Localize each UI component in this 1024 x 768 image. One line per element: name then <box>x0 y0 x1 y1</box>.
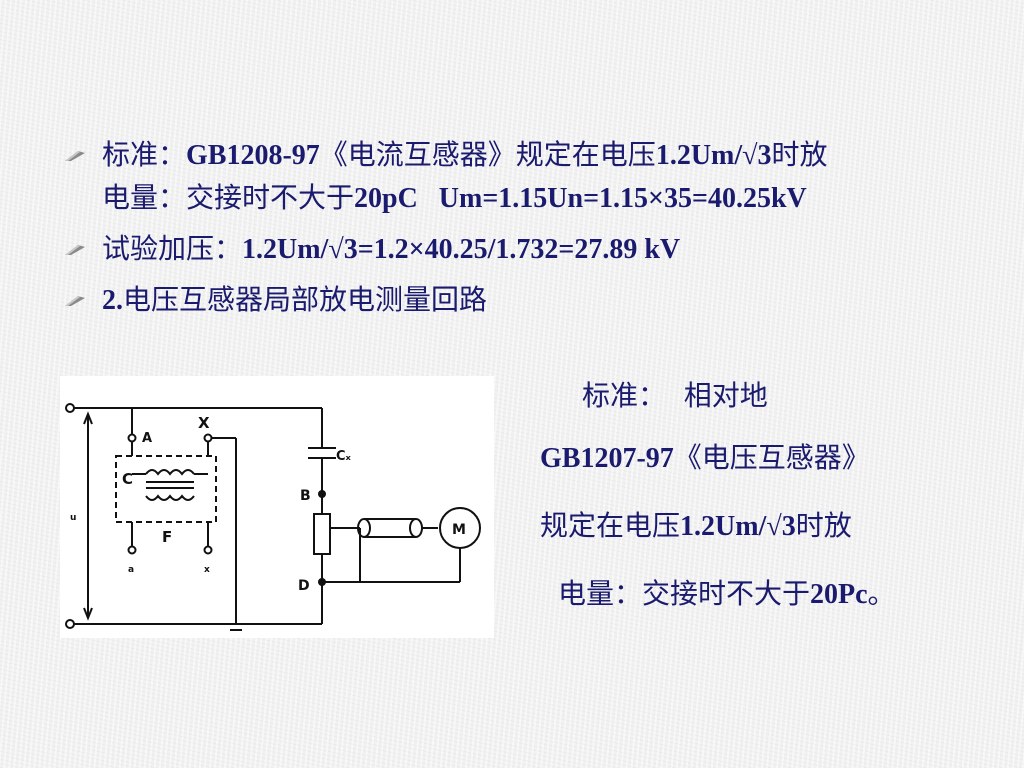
right-voltage-value: 1.2Um/√3 <box>680 511 796 542</box>
bullet-marker-icon <box>64 244 86 256</box>
right-line-standard: 标准： 相对地 <box>582 374 768 414</box>
right-line-code: GB1207-97《电压互感器》 <box>540 436 870 476</box>
bullet-marker-icon <box>64 295 86 307</box>
right-voltage-prefix: 规定在电压 <box>540 509 681 542</box>
standard-code: GB1208-97 <box>186 140 320 171</box>
bullet-standard-line1: 标准：GB1208-97《电流互感器》规定在电压1.2Um/√3时放 <box>102 134 1002 177</box>
diagram-label-cx: Cₓ <box>336 449 352 464</box>
section-number: 2. <box>102 285 123 316</box>
right-line-voltage: 规定在电压1.2Um/√3时放 <box>540 504 852 544</box>
discharge-formula: 20pC Um=1.15Un=1.15×35=40.25kV <box>354 183 807 214</box>
label-standard: 标准： <box>102 138 187 171</box>
test-voltage-formula: 1.2Um/√3=1.2×40.25/1.732=27.89 kV <box>242 234 681 265</box>
diagram-label-x-small: x <box>204 565 210 575</box>
bullet-list: 标准：GB1208-97《电流互感器》规定在电压1.2Um/√3时放 电量：交接… <box>62 134 1002 330</box>
right-discharge-prefix: 电量：交接时不大于 <box>558 577 811 610</box>
bullet-marker-icon <box>64 150 86 162</box>
right-standard-title: 《电压互感器》 <box>673 441 870 474</box>
diagram-label-b: B <box>300 488 311 504</box>
right-line-discharge: 电量：交接时不大于20Pc。 <box>558 572 896 612</box>
circuit-diagram: A X C F a x Cₓ B D M u <box>60 376 494 638</box>
bullet-test-voltage: 试验加压：1.2Um/√3=1.2×40.25/1.732=27.89 kV <box>62 228 1002 271</box>
diagram-label-u: u <box>70 513 76 523</box>
diagram-label-f: F <box>162 528 172 546</box>
diagram-label-a-small: a <box>128 565 134 575</box>
standard-suffix: 时放 <box>771 138 828 171</box>
right-standard-code: GB1207-97 <box>540 443 674 474</box>
voltage-value: 1.2Um/√3 <box>655 140 772 171</box>
label-discharge: 电量：交接时不大于 <box>102 181 355 214</box>
diagram-label-a: A <box>142 431 152 446</box>
diagram-label-meter: M <box>452 522 466 538</box>
bullet-standard: 标准：GB1208-97《电流互感器》规定在电压1.2Um/√3时放 电量：交接… <box>62 134 1002 220</box>
diagram-label-x: X <box>198 414 210 432</box>
diagram-label-d: D <box>298 578 310 594</box>
right-discharge-value: 20Pc <box>810 579 868 610</box>
bullet-vt-circuit: 2.电压互感器局部放电测量回路 <box>62 279 1002 322</box>
standard-title: 《电流互感器》规定在电压 <box>319 138 656 171</box>
test-voltage-line: 试验加压：1.2Um/√3=1.2×40.25/1.732=27.89 kV <box>102 228 1002 271</box>
diagram-label-c: C <box>122 470 133 488</box>
section-title: 电压互感器局部放电测量回路 <box>123 283 488 316</box>
bullet-standard-line2: 电量：交接时不大于20pC Um=1.15Un=1.15×35=40.25kV <box>102 177 1002 220</box>
vt-circuit-line: 2.电压互感器局部放电测量回路 <box>102 279 1002 322</box>
label-test-voltage: 试验加压： <box>102 232 243 265</box>
right-standard-label: 标准： 相对地 <box>582 379 768 412</box>
right-discharge-suffix: 。 <box>867 577 896 610</box>
right-voltage-suffix: 时放 <box>795 509 852 542</box>
